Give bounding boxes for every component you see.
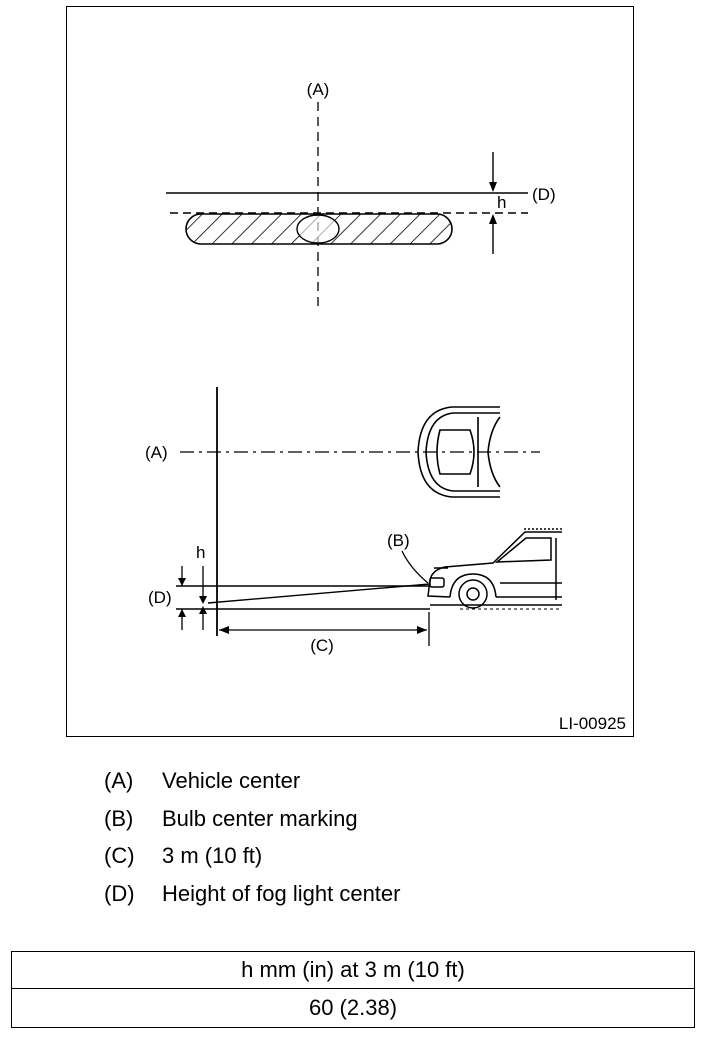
legend-item: (A) Vehicle center [104,766,624,804]
label-a-top: (A) [307,80,330,99]
label-b: (B) [387,531,410,550]
legend-key: (A) [104,768,134,793]
legend-key: (C) [104,843,135,868]
legend-item: (B) Bulb center marking [104,804,624,842]
arrow-down-icon [489,182,497,192]
car-top-view [417,406,501,498]
legend: (A) Vehicle center (B) Bulb center marki… [104,766,624,916]
plan-and-side-view: (A) (B) [145,387,562,655]
arrow-up-icon [489,214,497,224]
legend-text: Bulb center marking [162,805,358,831]
aim-line [207,583,431,604]
legend-key: (B) [104,805,134,831]
label-d-top: (D) [532,185,556,204]
arrow-down-icon [178,578,186,586]
arrow-down-icon [199,596,207,604]
legend-text: 3 m (10 ft) [162,843,263,868]
legend-item: (D) Height of fog light center [104,879,624,917]
arrow-right-icon [417,626,427,634]
bulb-leader-line [401,550,429,584]
arrow-up-icon [178,609,186,617]
spec-table-header: h mm (in) at 3 m (10 ft) [12,952,694,989]
label-h-side: h [196,543,205,562]
hot-spot-ellipse [296,214,340,244]
label-d-side: (D) [148,588,172,607]
spec-table-value: 60 (2.38) [308,994,398,1020]
legend-text: Height of fog light center [162,880,401,906]
label-c: (C) [310,636,334,655]
spec-table: h mm (in) at 3 m (10 ft) 60 (2.38) [11,951,695,1028]
legend-item: (C) 3 m (10 ft) [104,841,624,879]
label-a-side: (A) [145,443,168,462]
figure-frame [66,6,634,737]
legend-text: Vehicle center [162,768,301,793]
arrow-up-icon [199,606,207,614]
wall-projection-view: (A) h (D) [166,80,556,310]
legend-key: (D) [104,880,135,906]
figure-id: LI-00925 [559,714,626,733]
arrow-left-icon [219,626,229,634]
car-side-view [427,528,562,609]
label-h-top: h [497,193,506,212]
